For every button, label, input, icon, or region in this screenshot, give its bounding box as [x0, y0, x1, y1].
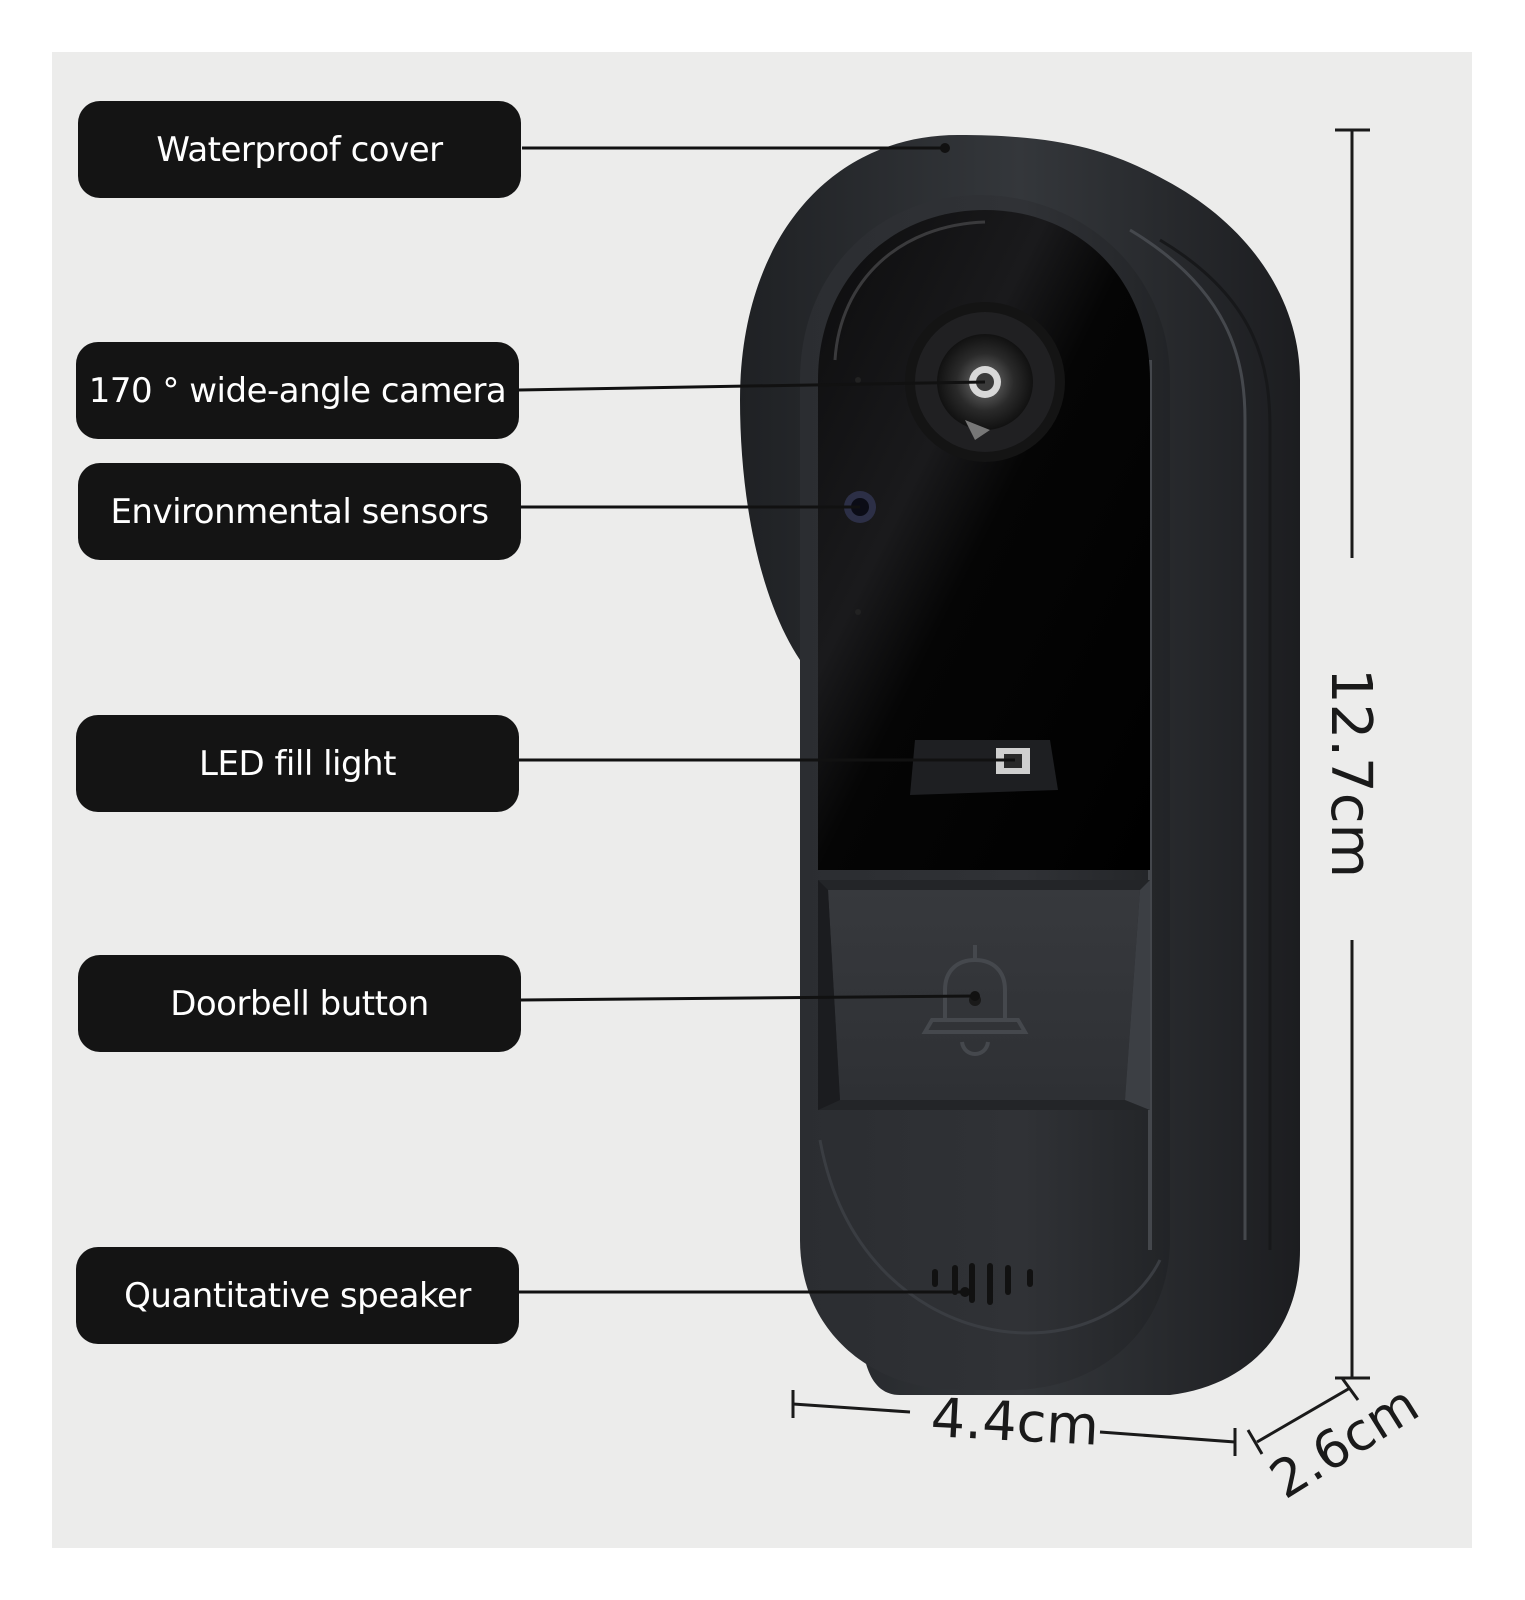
- doorbell-button-shape: [818, 880, 1150, 1110]
- label-led-fill-light: LED fill light: [76, 715, 519, 812]
- depth-dimension-line: [1246, 1377, 1360, 1455]
- label-camera: 170 ° wide-angle camera: [76, 342, 519, 439]
- width-dimension-label: 4.4cm: [929, 1386, 1100, 1458]
- width-dimension-line: [791, 1390, 1237, 1456]
- led-fill-light: [910, 740, 1058, 795]
- label-quantitative-speaker: Quantitative speaker: [76, 1247, 519, 1344]
- speaker-grille: [932, 1263, 1033, 1305]
- label-environmental-sensors: Environmental sensors: [78, 463, 521, 560]
- label-waterproof-cover: Waterproof cover: [78, 101, 521, 198]
- label-doorbell-button: Doorbell button: [78, 955, 521, 1052]
- glass-face: [818, 210, 1150, 870]
- callout-lines: [518, 146, 1015, 1294]
- depth-dimension-label: 2.6cm: [1260, 1374, 1429, 1511]
- height-dimension-line: [1335, 128, 1370, 1380]
- height-dimension-label: 12.7cm: [1318, 668, 1383, 878]
